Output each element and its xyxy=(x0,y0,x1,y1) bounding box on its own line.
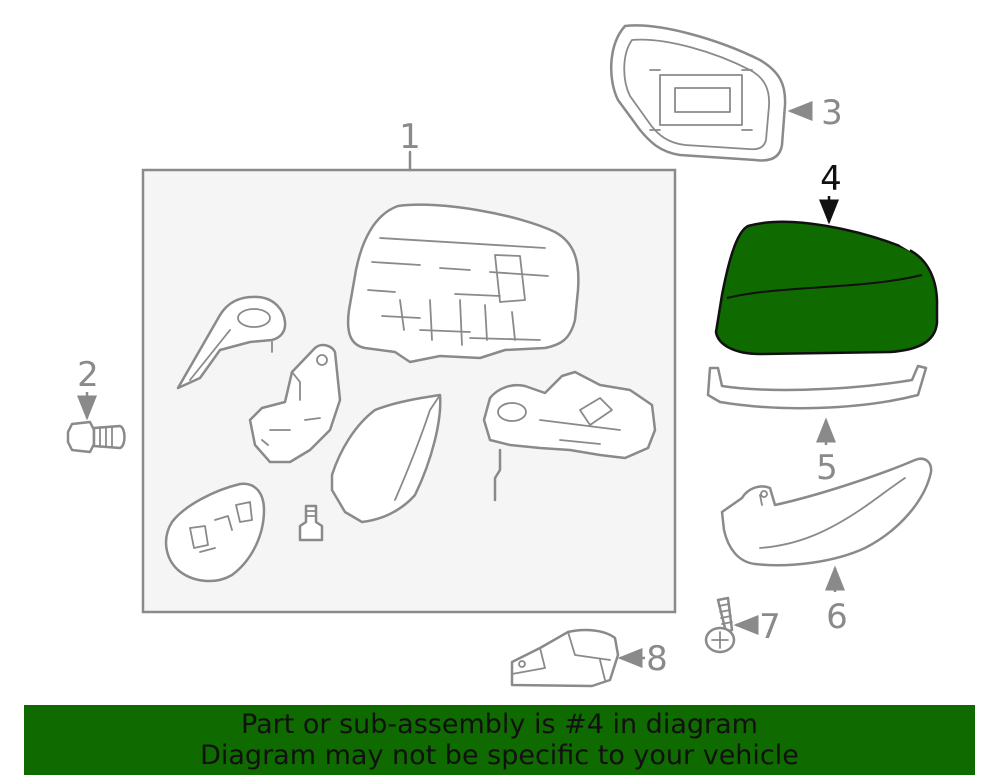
banner-line-2: Diagram may not be specific to your vehi… xyxy=(200,740,799,771)
assembly-screw-part xyxy=(298,504,324,542)
mirror-housing-shell xyxy=(346,203,580,364)
mirror-cover-part-4[interactable] xyxy=(714,196,939,356)
bolt-part-2[interactable] xyxy=(66,392,126,454)
bracket-part-8[interactable] xyxy=(510,628,645,688)
screw-part-7[interactable] xyxy=(704,596,759,654)
housing-cover-part xyxy=(330,393,442,524)
callout-4[interactable]: 4 xyxy=(820,159,842,199)
trim-strip-part-5[interactable] xyxy=(706,364,928,445)
base-bracket-part xyxy=(482,370,657,502)
callout-7[interactable]: 7 xyxy=(759,607,781,647)
small-bracket-part xyxy=(176,295,287,390)
callout-6[interactable]: 6 xyxy=(826,597,848,637)
callout-2[interactable]: 2 xyxy=(77,355,99,395)
callout-3[interactable]: 3 xyxy=(821,93,843,133)
turn-signal-lamp-part-6[interactable] xyxy=(720,457,933,592)
gasket-plate-part xyxy=(164,482,266,583)
callout-8[interactable]: 8 xyxy=(646,639,668,679)
mirror-assembly-group xyxy=(141,150,677,614)
info-banner: Part or sub-assembly is #4 in diagram Di… xyxy=(24,705,975,775)
motor-bracket-part xyxy=(248,343,342,464)
callout-5[interactable]: 5 xyxy=(816,448,838,488)
banner-line-1: Part or sub-assembly is #4 in diagram xyxy=(241,709,758,740)
callout-1[interactable]: 1 xyxy=(399,117,421,157)
mirror-glass-part-3[interactable] xyxy=(609,24,813,162)
